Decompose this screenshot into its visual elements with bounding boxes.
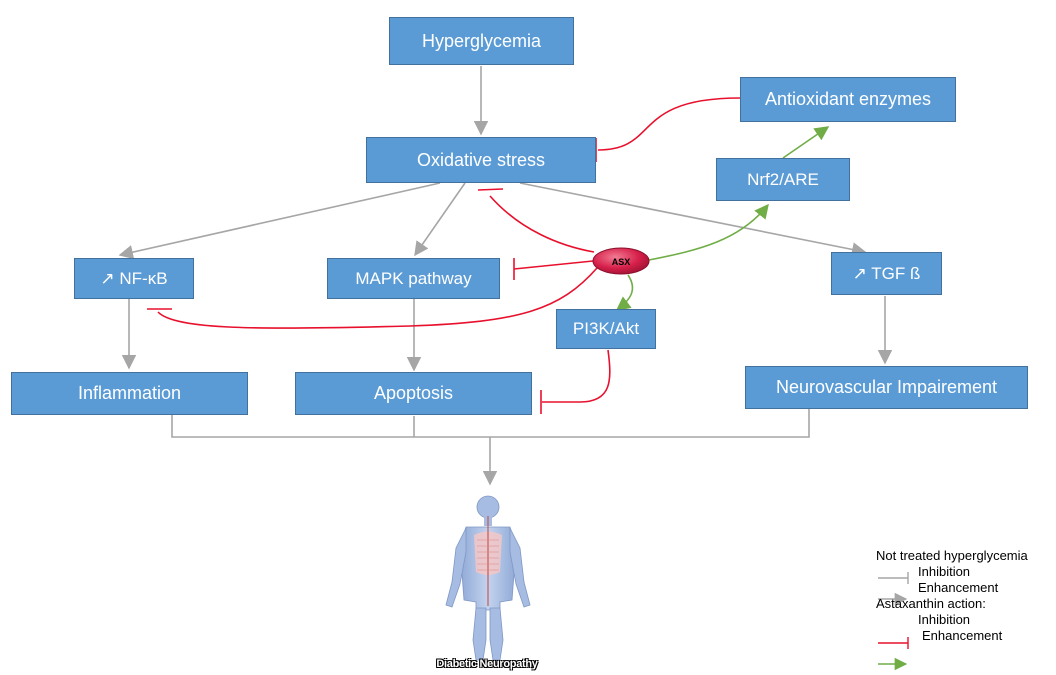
figure-left-leg <box>472 607 487 661</box>
red-inhibitions <box>147 97 741 414</box>
legend-untreated-enhancement: Enhancement <box>918 580 999 595</box>
diabetic-neuropathy-caption: Diabetic Neuropathy <box>436 658 538 670</box>
figure-right-leg <box>489 607 504 661</box>
node-nrf2-are: Nrf2/ARE <box>716 158 850 201</box>
asx-pill <box>592 247 650 275</box>
node-pi3k-akt: PI3K/Akt <box>556 309 656 349</box>
legend-title-untreated: Not treated hyperglycemia <box>876 548 1028 563</box>
figure-nerves <box>477 539 499 571</box>
node-mapk-pathway: MAPK pathway <box>327 258 500 299</box>
human-figure-illustration <box>445 495 531 661</box>
node-tgf-beta: ↗ TGF ß <box>831 252 942 295</box>
legend-asx-enhancement: Enhancement <box>922 628 1003 643</box>
inhibit-pi3k-apoptosis <box>542 349 611 403</box>
inhibit-asx-mapk <box>513 260 594 270</box>
node-nfkb: ↗ NF-κB <box>74 258 194 299</box>
node-apoptosis: Apoptosis <box>295 372 532 415</box>
node-oxidative-stress: Oxidative stress <box>366 137 596 183</box>
legend-asx-inhibition: Inhibition <box>918 612 971 627</box>
figure-head <box>476 495 500 519</box>
node-inflammation: Inflammation <box>11 372 248 415</box>
green-enhancements <box>615 126 830 311</box>
node-antioxidant-enzymes: Antioxidant enzymes <box>740 77 956 122</box>
asx-label: ASX <box>612 257 631 267</box>
node-hyperglycemia: Hyperglycemia <box>389 17 574 65</box>
arrow-oxidative-mapk <box>414 182 466 257</box>
figure-left-arm <box>445 527 467 608</box>
legend: Not treated hyperglycemia Inhibition Enh… <box>876 548 1028 644</box>
node-neurovascular-impairement: Neurovascular Impairement <box>745 366 1028 409</box>
legend-untreated-inhibition: Inhibition <box>918 564 971 579</box>
enhance-asx-pi3k <box>615 274 634 311</box>
asx-node: ASX <box>592 247 650 275</box>
arrow-oxidative-tgf <box>519 182 867 257</box>
legend-red-inhibition-symbol <box>878 637 909 649</box>
arrow-oxidative-nfkb <box>118 182 441 260</box>
inhibit-asx-nfkb <box>157 267 598 329</box>
figure-right-arm <box>509 527 531 608</box>
inhibit-asx-oxidative <box>489 195 595 253</box>
legend-title-astaxanthin: Astaxanthin action: <box>876 596 986 611</box>
enhance-asx-nrf2 <box>648 203 769 261</box>
legend-grey-inhibition-symbol <box>878 572 909 584</box>
inhibit-asx-oxidative-bar <box>477 188 504 191</box>
legend-symbols <box>878 572 909 671</box>
grey-arrows <box>118 66 893 486</box>
enhance-nrf2-antioxidant <box>782 126 830 159</box>
inhibit-antioxidant-oxidative <box>597 97 741 151</box>
